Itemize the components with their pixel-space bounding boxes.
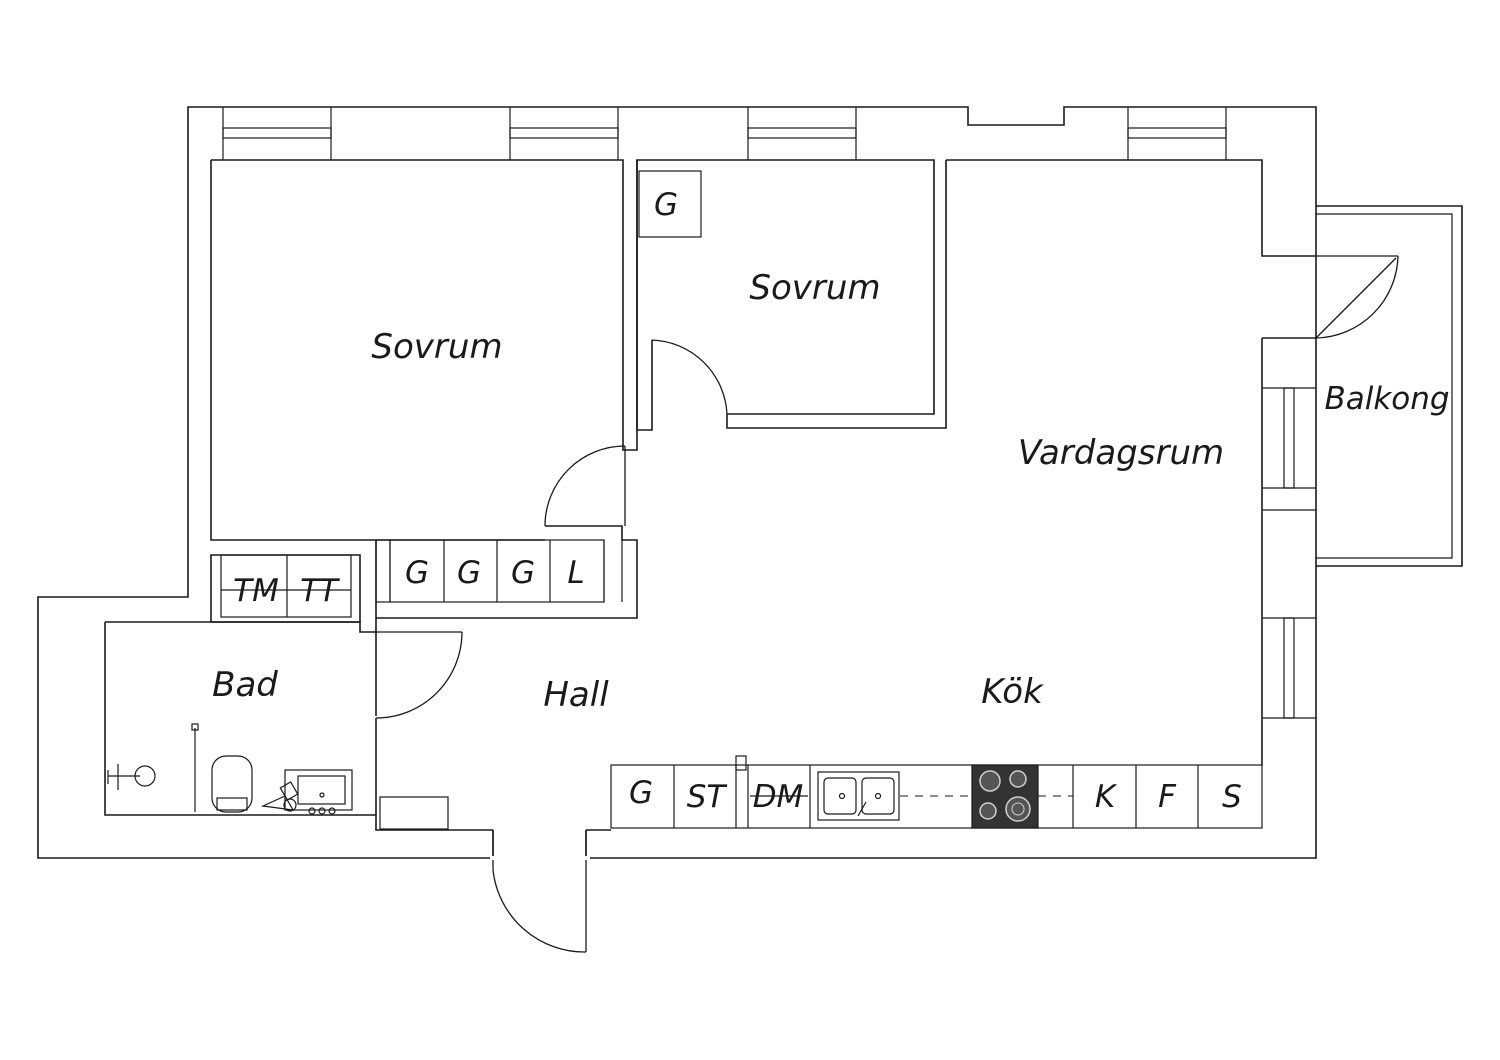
bathroom-walls bbox=[104, 618, 377, 816]
shower-fixture bbox=[107, 723, 199, 812]
hall-linen-label: L bbox=[567, 555, 584, 591]
hall-walls bbox=[375, 796, 611, 831]
room-label-large-bedroom: Sovrum bbox=[371, 327, 502, 367]
hall-wardrobes bbox=[375, 539, 623, 603]
room-label-kitchen: Kök bbox=[981, 672, 1044, 712]
kitchen-label-dm: DM bbox=[753, 779, 804, 815]
kitchen-label-g: G bbox=[629, 775, 653, 811]
kitchen-label-s: S bbox=[1222, 779, 1242, 815]
outer-walls bbox=[37, 106, 1317, 859]
balcony bbox=[1316, 205, 1463, 567]
room-label-small-bedroom: Sovrum bbox=[749, 268, 880, 308]
laundry-label-tm: TM bbox=[233, 573, 279, 609]
kitchen-label-st: ST bbox=[687, 779, 728, 815]
kitchen-counter bbox=[610, 755, 1263, 829]
windows-top bbox=[222, 107, 1227, 160]
sink-icon bbox=[260, 769, 353, 815]
room-label-hall: Hall bbox=[543, 675, 609, 715]
windows-right bbox=[1262, 387, 1316, 719]
hall-wardrobe-label-2: G bbox=[457, 555, 481, 591]
entrance-door bbox=[490, 830, 590, 953]
kitchen-sink-icon bbox=[817, 771, 900, 821]
room-label-bathroom: Bad bbox=[212, 665, 278, 705]
room-label-balcony: Balkong bbox=[1324, 381, 1449, 417]
large-bedroom-walls bbox=[210, 160, 638, 619]
balcony-door bbox=[1315, 255, 1399, 339]
toilet-icon bbox=[211, 755, 253, 813]
bathroom-door bbox=[375, 631, 463, 719]
small-bedroom-walls bbox=[636, 160, 947, 431]
small-bedroom-wardrobe bbox=[638, 170, 702, 238]
wardrobe-label-small-bedroom: G bbox=[654, 187, 678, 223]
kitchen-label-f: F bbox=[1158, 779, 1177, 815]
stove-icon bbox=[971, 764, 1039, 829]
laundry-label-tt: TT bbox=[300, 573, 340, 609]
hall-wardrobe-label-1: G bbox=[405, 555, 429, 591]
room-label-living-room: Vardagsrum bbox=[1018, 433, 1224, 473]
small-bedroom-door bbox=[651, 339, 728, 415]
large-bedroom-door bbox=[544, 445, 626, 527]
kitchen-label-k: K bbox=[1095, 779, 1118, 815]
hall-wardrobe-label-3: G bbox=[511, 555, 535, 591]
